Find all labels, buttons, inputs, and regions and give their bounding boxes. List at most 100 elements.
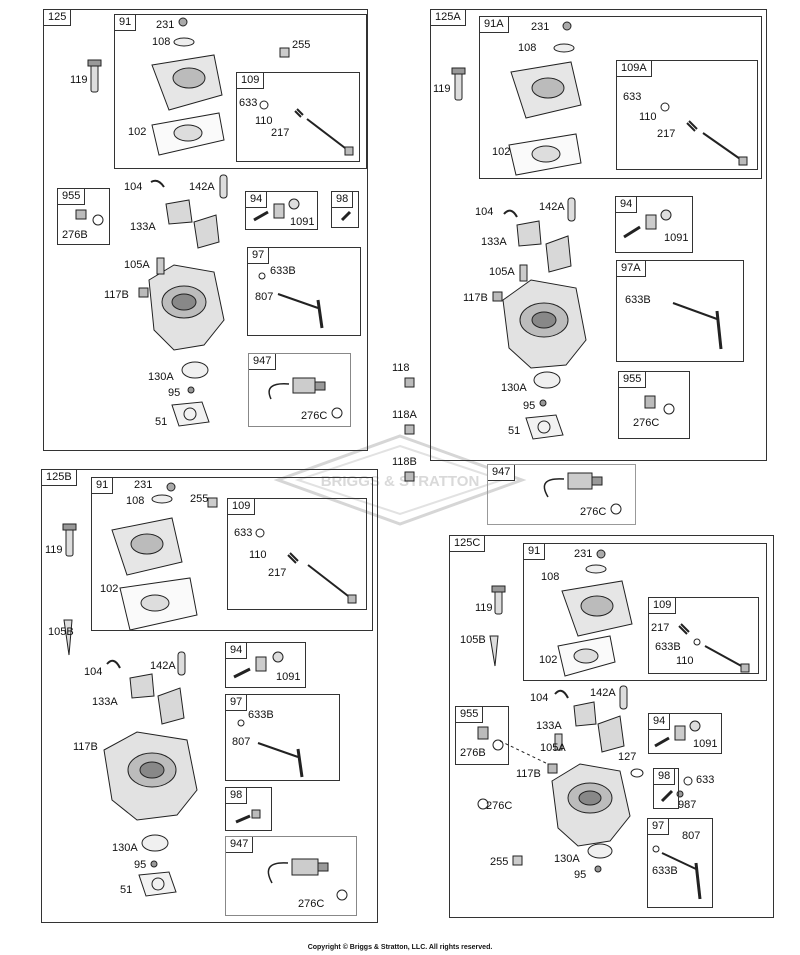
label-51: 51 xyxy=(120,884,133,896)
subassembly-91: 91 xyxy=(114,14,367,169)
label-255: 255 xyxy=(490,856,509,868)
sub-tag: 91 xyxy=(92,478,114,494)
panel-125b: 125B 119 231 108 255 102 105B xyxy=(41,469,378,923)
panel-tag: 125 xyxy=(44,10,72,26)
label-142a: 142A xyxy=(539,201,565,213)
panel-125c: 125C 11 xyxy=(449,535,774,918)
sub-tag: 109 xyxy=(237,73,265,89)
panel-125: 125 xyxy=(43,9,368,451)
sub-tag: 109 xyxy=(228,499,256,515)
subassembly-94: 94 1091 xyxy=(245,191,318,230)
panel-tag: 125A xyxy=(431,10,466,26)
label-142a: 142A xyxy=(150,660,176,672)
subassembly-98: 98 xyxy=(331,191,359,228)
sub-tag: 97A xyxy=(617,261,646,277)
label-255: 255 xyxy=(190,493,209,505)
label-633b: 633B xyxy=(248,709,274,721)
sub-tag: 97 xyxy=(226,695,248,711)
label-133a: 133A xyxy=(481,236,507,248)
label-276b: 276B xyxy=(62,229,88,241)
label-142a: 142A xyxy=(590,687,616,699)
sub-tag: 97 xyxy=(248,248,270,264)
label-633: 633 xyxy=(234,527,253,539)
label-276c: 276C xyxy=(301,410,328,422)
label-231: 231 xyxy=(134,479,153,491)
subassembly-94: 94 1091 xyxy=(225,642,306,688)
label-117b: 117B xyxy=(516,768,541,780)
label-110: 110 xyxy=(249,549,267,561)
label-231: 231 xyxy=(574,548,593,560)
label-119: 119 xyxy=(433,83,451,95)
panel-125b-drawing xyxy=(62,482,218,897)
label-104: 104 xyxy=(475,206,494,218)
label-105a: 105A xyxy=(540,742,566,754)
sub-tag: 91 xyxy=(115,15,137,31)
sub-tag: 109 xyxy=(649,598,677,614)
label-1091: 1091 xyxy=(276,671,301,683)
subassembly-91: 91 xyxy=(523,543,767,681)
sub-tag: 94 xyxy=(246,192,268,208)
label-130a: 130A xyxy=(501,382,527,394)
sub-tag: 94 xyxy=(226,643,248,659)
label-104: 104 xyxy=(84,666,103,678)
label-276c: 276C xyxy=(298,898,325,910)
label-1091: 1091 xyxy=(290,216,315,228)
label-130a: 130A xyxy=(554,853,580,865)
label-130a: 130A xyxy=(112,842,138,854)
panel-125-drawing xyxy=(87,17,290,427)
copyright-notice: Copyright © Briggs & Stratton, LLC. All … xyxy=(307,944,493,951)
label-217: 217 xyxy=(268,567,287,579)
label-105b: 105B xyxy=(48,626,74,638)
sub-tag: 955 xyxy=(619,372,647,388)
sub-tag: 98 xyxy=(226,788,248,804)
label-133a: 133A xyxy=(536,720,562,732)
label-633: 633 xyxy=(239,97,258,109)
subassembly-98: 98 xyxy=(653,768,679,809)
sub-tag: 91 xyxy=(524,544,546,560)
label-110: 110 xyxy=(676,655,694,667)
subassembly-947: 947 276C xyxy=(225,836,357,916)
label-118b: 118B xyxy=(392,456,417,468)
label-633b: 633B xyxy=(270,265,296,277)
label-118a: 118A xyxy=(392,409,417,421)
sub-tag: 91A xyxy=(480,17,509,33)
label-108: 108 xyxy=(518,42,537,54)
sub-tag: 955 xyxy=(456,707,484,723)
label-117b: 117B xyxy=(104,289,129,301)
label-633: 633 xyxy=(623,91,642,103)
label-119: 119 xyxy=(45,544,63,556)
label-231: 231 xyxy=(531,21,550,33)
label-276c: 276C xyxy=(633,417,660,429)
label-276b: 276B xyxy=(460,747,486,759)
label-110: 110 xyxy=(639,111,657,123)
label-633b: 633B xyxy=(655,641,681,653)
label-110: 110 xyxy=(255,115,273,127)
sub-tag: 109A xyxy=(617,61,652,77)
label-1091: 1091 xyxy=(664,232,689,244)
label-276c: 276C xyxy=(580,506,607,518)
label-95: 95 xyxy=(523,400,536,412)
label-142a: 142A xyxy=(189,181,215,193)
label-118: 118 xyxy=(392,362,410,374)
subassembly-97: 97 633B 807 xyxy=(225,694,340,781)
subassembly-955: 955 276B xyxy=(57,188,110,245)
sub-tag: 947 xyxy=(249,354,277,370)
sub-tag: 947 xyxy=(226,837,254,853)
sub-tag: 98 xyxy=(332,192,354,208)
panel-tag: 125C xyxy=(450,536,486,552)
panel-125a-drawing xyxy=(451,21,587,440)
label-1091: 1091 xyxy=(693,738,718,750)
label-119: 119 xyxy=(70,74,88,86)
label-807: 807 xyxy=(682,830,701,842)
label-108: 108 xyxy=(126,495,145,507)
label-217: 217 xyxy=(657,128,676,140)
sub-tag: 94 xyxy=(616,197,638,213)
label-117b: 117B xyxy=(463,292,488,304)
subassembly-109: 109 633 110 217 xyxy=(227,498,367,610)
label-807: 807 xyxy=(232,736,251,748)
label-95: 95 xyxy=(134,859,147,871)
label-95: 95 xyxy=(168,387,181,399)
label-217: 217 xyxy=(271,127,290,139)
sub-tag: 947 xyxy=(488,465,516,481)
panel-125a: 125A 119 231 108 102 104 142A xyxy=(430,9,767,461)
